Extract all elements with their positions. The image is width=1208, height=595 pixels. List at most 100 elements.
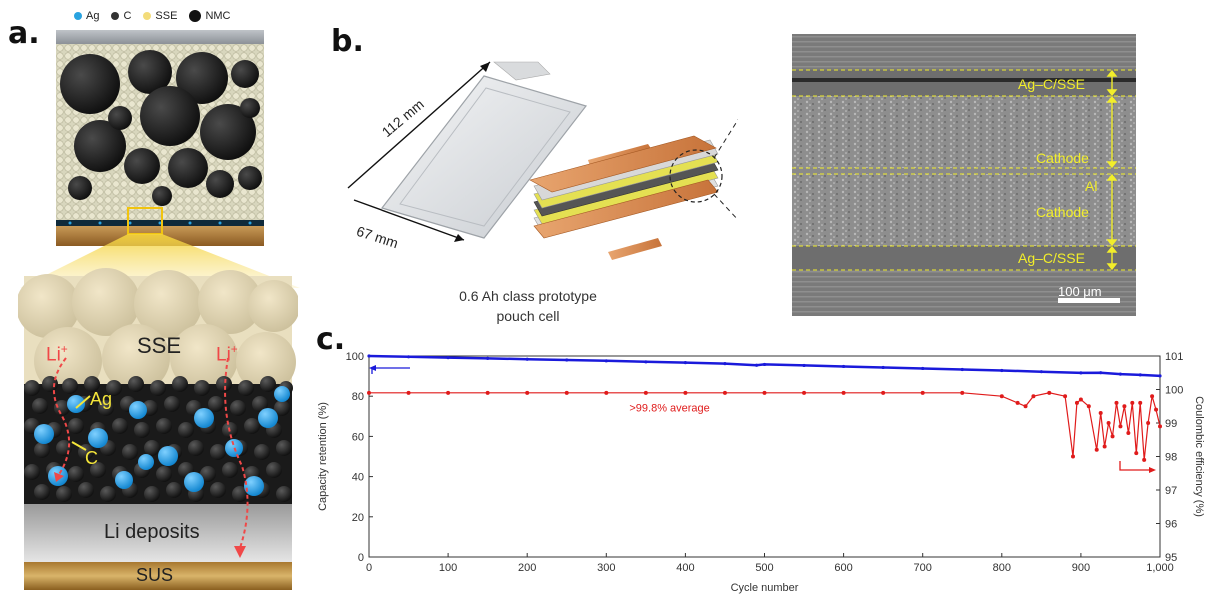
- zoom-circle: [669, 149, 723, 203]
- data-point-right: [485, 390, 490, 395]
- scale-bar: [1058, 298, 1120, 303]
- data-point-right: [1078, 397, 1083, 402]
- cathode-layer-top: [792, 96, 1136, 168]
- data-point-right: [1094, 447, 1099, 452]
- x-tick-label: 1,000: [1146, 562, 1174, 574]
- x-tick-label: 800: [993, 562, 1011, 574]
- ag-dot-icon: [74, 12, 82, 20]
- data-point-right: [881, 390, 886, 395]
- c-label: C: [85, 448, 98, 468]
- li-plus-left-label: Li+: [46, 342, 68, 366]
- legend-item-c: C: [111, 10, 131, 22]
- left-axis-indicator-arrow: [371, 367, 410, 374]
- panel-a-legend: Ag C SSE NMC: [74, 10, 231, 22]
- data-point-right: [920, 390, 925, 395]
- data-point-right: [683, 390, 688, 395]
- scale-bar-label: 100 μm: [1058, 284, 1102, 299]
- right-axis-indicator-arrow: [1119, 461, 1152, 471]
- data-point-right: [564, 390, 569, 395]
- data-point-right: [1047, 390, 1052, 395]
- x-tick-label: 0: [366, 562, 372, 574]
- y-right-tick-label: 96: [1165, 519, 1177, 531]
- data-point-left: [723, 362, 727, 366]
- data-point-left: [1118, 372, 1123, 376]
- data-point-right: [1138, 400, 1143, 405]
- data-point-left: [802, 363, 806, 368]
- x-tick-label: 300: [597, 562, 615, 574]
- data-point-right: [1130, 400, 1135, 405]
- y-right-tick-label: 97: [1165, 485, 1177, 497]
- x-tick-label: 100: [439, 562, 457, 574]
- data-point-right: [802, 390, 807, 395]
- data-point-right: [1015, 400, 1020, 405]
- top-copper-foil: [529, 135, 717, 193]
- data-point-right: [604, 390, 609, 395]
- sse-particles: [18, 268, 298, 395]
- chart-axes: [368, 355, 1161, 558]
- data-point-right: [1074, 400, 1079, 405]
- series-line-right: [369, 392, 1161, 460]
- data-point-left: [565, 358, 569, 362]
- right-axis-indicator-arrowhead: [1149, 467, 1156, 473]
- data-point-right: [1142, 457, 1147, 462]
- caption-line: 0.6 Ah class prototype: [459, 288, 597, 304]
- data-point-left: [754, 363, 759, 367]
- data-point-left: [1000, 368, 1004, 373]
- sem-label-ag-c-sse-top: Ag–C/SSE: [1018, 76, 1085, 92]
- li-path-left: [52, 357, 71, 477]
- sem-label-ag-c-sse-bottom: Ag–C/SSE: [1018, 250, 1085, 266]
- data-point-right: [1086, 404, 1091, 409]
- top-current-collector: [56, 30, 264, 44]
- li-deposits-label: Li deposits: [104, 521, 200, 543]
- li-deposits-layer: [24, 504, 292, 562]
- data-point-right: [1118, 424, 1123, 429]
- panel-a-letter: a.: [8, 16, 40, 51]
- sus-layer: [24, 562, 292, 590]
- li-plus-right-label: Li+: [216, 342, 238, 366]
- pouch-caption: 0.6 Ah class prototype pouch cell: [398, 286, 658, 326]
- data-point-right: [1122, 404, 1127, 409]
- x-tick-label: 400: [676, 562, 694, 574]
- legend-item-nmc: NMC: [189, 10, 231, 22]
- data-point-right: [1154, 407, 1159, 412]
- data-point-left: [881, 365, 885, 370]
- data-point-left: [604, 359, 608, 363]
- data-point-right: [1102, 444, 1107, 449]
- width-arrow: [353, 199, 465, 241]
- sse-dot-icon: [143, 12, 152, 20]
- data-point-left: [1099, 371, 1103, 375]
- data-point-right: [1110, 434, 1115, 439]
- data-point-left: [921, 366, 925, 371]
- chart-series: [367, 354, 1162, 473]
- data-point-left: [525, 357, 529, 361]
- zoomed-interlayer-illustration: [18, 268, 298, 590]
- data-point-left: [367, 354, 371, 358]
- data-point-right: [446, 390, 451, 395]
- data-point-right: [1134, 451, 1139, 456]
- data-point-right: [643, 390, 648, 395]
- li-charge-superscript: +: [230, 342, 238, 356]
- data-point-left: [842, 364, 846, 369]
- cell-cross-section-illustration: [56, 30, 264, 246]
- data-point-left: [762, 362, 767, 367]
- data-point-right: [1098, 410, 1103, 415]
- sem-label-cathode-bottom: Cathode: [1036, 204, 1089, 220]
- y-left-axis-title: Capacity retention (%): [317, 402, 329, 511]
- data-point-right: [841, 390, 846, 395]
- x-tick-label: 900: [1072, 562, 1090, 574]
- legend-item-sse: SSE: [143, 10, 177, 22]
- data-point-right: [960, 390, 965, 395]
- data-point-right: [1031, 394, 1036, 399]
- series-line-left: [368, 354, 1161, 378]
- li-charge-superscript: +: [60, 342, 68, 356]
- legend-label: NMC: [205, 10, 231, 22]
- data-point-right: [406, 390, 411, 395]
- data-point-left: [406, 355, 411, 359]
- data-point-right: [1158, 424, 1162, 429]
- y-left-tick-label: 80: [352, 391, 364, 403]
- data-point-right: [1023, 404, 1028, 409]
- data-point-right: [1126, 431, 1131, 436]
- pouch-body: [380, 75, 588, 239]
